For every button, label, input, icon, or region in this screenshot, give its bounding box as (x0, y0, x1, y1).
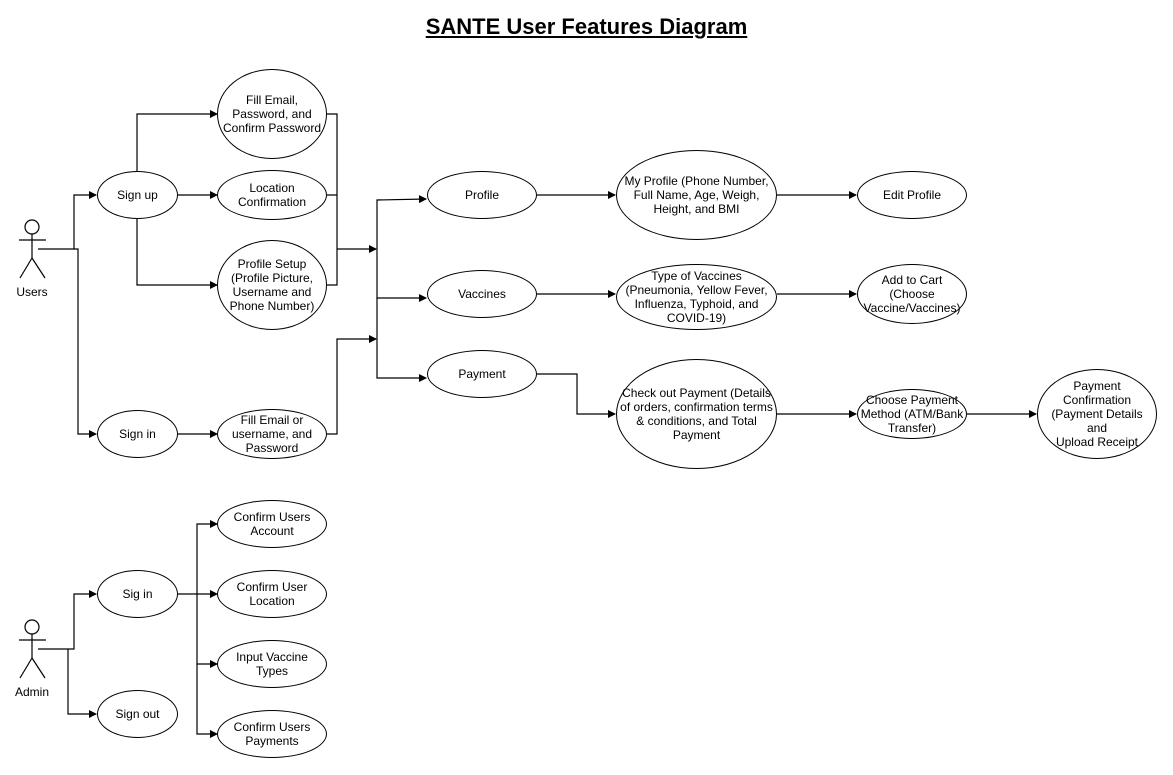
node-profile[interactable]: Profile (427, 171, 537, 219)
diagram-title: SANTE User Features Diagram (425, 14, 748, 39)
node-type-of-vaccines[interactable]: Type of Vaccines (Pneumonia, Yellow Feve… (616, 264, 777, 330)
edge-signup-fillemail (136, 110, 218, 171)
admin-actor-figure (19, 619, 46, 679)
node-vaccines[interactable]: Vaccines (427, 270, 537, 318)
node-check-out-payment[interactable]: Check out Payment (Details of orders, co… (616, 359, 777, 469)
admin-actor-label: Admin (14, 685, 49, 699)
users-actor-figure (19, 219, 46, 279)
node-fill-email-password[interactable]: Fill Email, Password, and Confirm Passwo… (217, 69, 327, 159)
edge-fillemail-merge (327, 335, 377, 435)
edge-bus-vaccines (376, 249, 427, 302)
edge-users-signup (38, 191, 97, 250)
node-my-profile[interactable]: My Profile (Phone Number, Full Name, Age… (616, 150, 777, 240)
node-edit-profile[interactable]: Edit Profile (857, 171, 967, 219)
edge-adminsignin-vaccinetypes (196, 594, 218, 668)
node-confirm-users-payments[interactable]: Confirm Users Payments (217, 710, 327, 758)
node-admin-sign-out[interactable]: Sign out (97, 690, 178, 738)
node-fill-email-or-username[interactable]: Fill Email or username, and Password (217, 409, 327, 459)
node-sign-in[interactable]: Sign in (97, 410, 178, 458)
node-choose-payment-method[interactable]: Choose Payment Method (ATM/Bank Transfer… (857, 389, 967, 439)
edge-bus-payment (376, 298, 427, 382)
edge-payment-checkout (537, 373, 616, 418)
edge-admin-signout (67, 649, 97, 718)
edge-signup-profilesetup (136, 219, 218, 289)
node-payment-confirmation[interactable]: Payment Confirmation (Payment Details an… (1037, 369, 1157, 459)
edge-adminsignin-account (178, 520, 218, 595)
node-profile-setup[interactable]: Profile Setup (Profile Picture, Username… (217, 240, 327, 330)
node-add-to-cart[interactable]: Add to Cart (Choose Vaccine/Vaccines) (857, 264, 967, 324)
edge-bus-profile (376, 195, 427, 249)
node-payment[interactable]: Payment (427, 350, 537, 398)
edge-admin-signin (38, 590, 97, 650)
edge-merge-signup (327, 113, 376, 286)
node-confirm-user-location[interactable]: Confirm User Location (217, 570, 327, 618)
node-sign-up[interactable]: Sign up (97, 171, 178, 219)
node-confirm-users-account[interactable]: Confirm Users Account (217, 500, 327, 548)
node-admin-sign-in[interactable]: Sig in (97, 570, 178, 618)
edge-users-signin (74, 248, 97, 438)
node-location-confirmation[interactable]: Location Confirmation (217, 170, 327, 220)
edge-adminsignin-payments (196, 664, 218, 738)
users-actor-label: Users (16, 285, 48, 299)
node-input-vaccine-types[interactable]: Input Vaccine Types (217, 640, 327, 688)
